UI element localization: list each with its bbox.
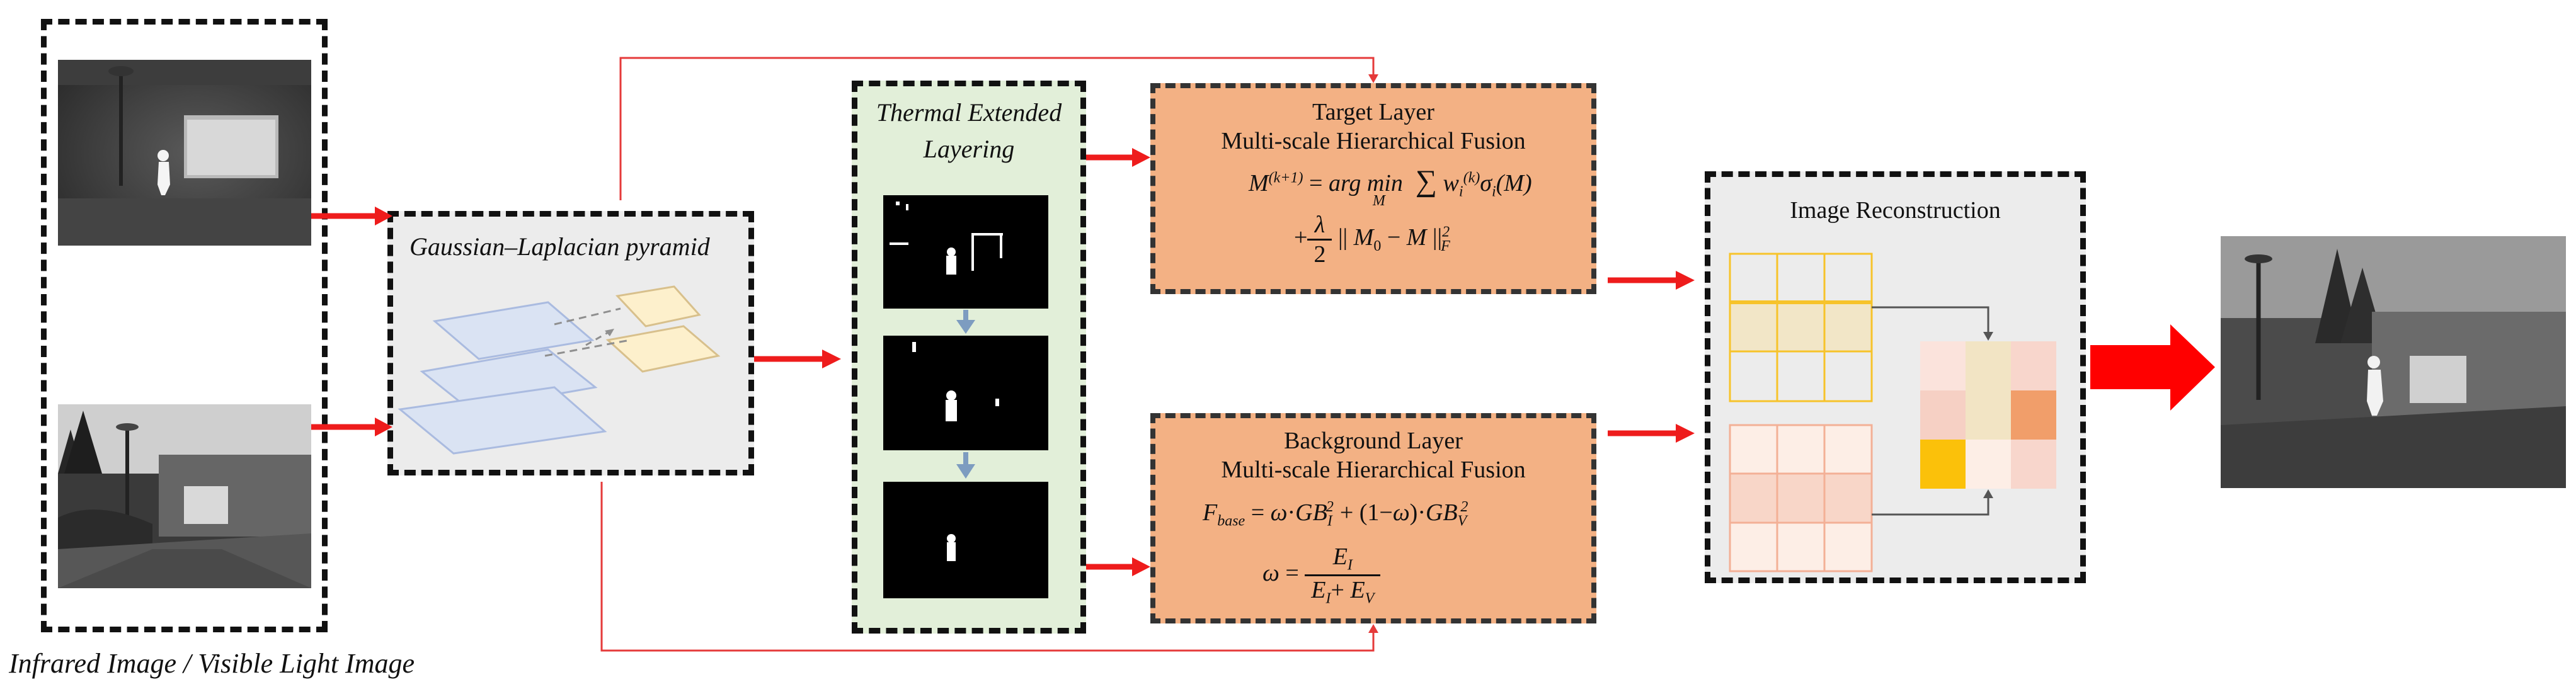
thermal-layer-2 (883, 336, 1048, 450)
target-title-line1: Target Layer (1312, 99, 1434, 125)
pyramid-title: Gaussian–Laplacian pyramid (409, 232, 710, 261)
arrow-down-icon (956, 452, 975, 479)
arrow-right-icon (311, 418, 392, 436)
visible-light-image (58, 404, 311, 588)
arrow-right-icon (754, 350, 841, 368)
input-images-box (41, 19, 328, 632)
arrow-down-icon (956, 310, 975, 334)
background-fusion-box: Background Layer Multi-scale Hierarchica… (1150, 413, 1596, 623)
fused-output-image (2221, 236, 2566, 488)
connector-bottom (1872, 494, 1989, 516)
laplacian-layer-2 (615, 285, 701, 327)
background-title-line1: Background Layer (1284, 428, 1463, 454)
thermal-title-line2: Layering (923, 135, 1015, 163)
arrow-right-icon (1086, 148, 1150, 167)
skip-connection-bottom (600, 482, 1378, 652)
thermal-title-line1: Thermal Extended (876, 98, 1062, 127)
arrow-right-icon (1086, 557, 1150, 576)
thermal-layer-1 (883, 195, 1048, 309)
reconstruction-title: Image Reconstruction (1790, 197, 2001, 224)
gaussian-layer-1 (398, 386, 607, 455)
infrared-image (58, 60, 311, 246)
arrow-right-icon (1608, 424, 1695, 443)
laplacian-layer-1 (605, 325, 721, 373)
target-formula-1: M(k+1) = arg minM∑ wi(k)σi(M) (1249, 164, 1532, 209)
gaussian-layer-3 (432, 301, 595, 360)
background-grid (1729, 424, 1873, 572)
reconstruction-diagram (1729, 253, 2056, 572)
input-caption: Infrared Image / Visible Light Image (9, 648, 415, 679)
background-title-line2: Multi-scale Hierarchical Fusion (1221, 457, 1526, 483)
arrow-right-icon (1608, 271, 1695, 290)
target-fusion-box: Target Layer Multi-scale Hierarchical Fu… (1150, 83, 1596, 294)
fused-grid (1920, 341, 2056, 489)
background-formula-1: Fbase = ω·GBI2+ (1−ω)·GBV2 (1203, 499, 1468, 530)
big-arrow-icon (2090, 324, 2215, 411)
pyramid-diagram (398, 285, 721, 455)
target-title-line2: Multi-scale Hierarchical Fusion (1221, 128, 1526, 154)
thermal-layer-3 (883, 482, 1048, 598)
connector-top (1872, 306, 1989, 336)
target-grid (1729, 253, 1873, 402)
arrow-right-icon (311, 207, 392, 225)
skip-connection-top (619, 57, 1378, 200)
